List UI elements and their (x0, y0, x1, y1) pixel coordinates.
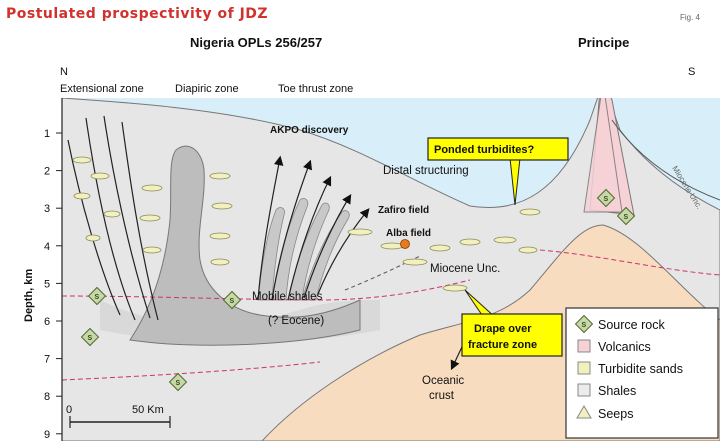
y-tick-label: 4 (44, 241, 50, 253)
y-axis-ticks: 1 2 3 4 5 6 7 8 9 (44, 128, 62, 441)
legend-source-rock: S Source rock (574, 314, 665, 334)
svg-text:S: S (604, 196, 609, 203)
callout-ponded-text: Ponded turbidites? (434, 144, 535, 156)
label-distal: Distal structuring (383, 165, 469, 177)
fault-dashed-right (539, 249, 720, 276)
legend-turbidite-label: Turbidite sands (598, 362, 683, 376)
y-tick-label: 7 (44, 354, 50, 366)
header-nigeria: Nigeria OPLs 256/257 (190, 35, 322, 50)
scale-end: 50 Km (132, 404, 164, 416)
svg-text:S: S (582, 322, 587, 329)
legend-volcanics: Volcanics (577, 339, 651, 354)
turbidite-swatch-icon (577, 361, 591, 375)
y-tick-label: 9 (44, 429, 50, 441)
y-axis-label: Depth, km (23, 269, 35, 322)
y-tick-label: 6 (44, 316, 50, 328)
volcanics-swatch-icon (577, 339, 591, 353)
legend-seeps: Seeps (576, 405, 633, 421)
south-label: S (688, 66, 695, 78)
zone-toe-thrust: Toe thrust zone (278, 83, 353, 95)
label-alba: Alba field (386, 228, 431, 239)
source-rock-icon: S (80, 327, 100, 347)
legend-seeps-label: Seeps (598, 407, 633, 421)
shales-swatch-icon (577, 383, 591, 397)
label-zafiro: Zafiro field (378, 205, 429, 216)
source-rock-icon: S (596, 188, 616, 208)
label-crust: crust (429, 390, 455, 402)
callout-drape: Drape over fracture zone (461, 289, 563, 357)
source-rock-icon: S (87, 286, 107, 306)
callout-ponded: Ponded turbidites? (427, 137, 569, 206)
legend-source-rock-label: Source rock (598, 318, 665, 332)
zone-diapiric: Diapiric zone (175, 83, 239, 95)
zone-extensional: Extensional zone (60, 83, 144, 95)
label-oceanic: Oceanic (422, 375, 464, 387)
turbidite-lenses (72, 156, 541, 292)
fault-dashed-deep (62, 361, 321, 381)
fault-dashed-shallow (62, 279, 471, 301)
svg-text:S: S (95, 294, 100, 301)
source-rock-icon: S (168, 372, 188, 392)
legend: S Source rock Volcanics Turbidite sands … (565, 307, 719, 439)
svg-text:S: S (230, 298, 235, 305)
svg-text:S: S (624, 214, 629, 221)
source-rock-icon: S (222, 290, 242, 310)
scale-bar: 0 50 Km (66, 404, 171, 428)
legend-volcanics-label: Volcanics (598, 340, 651, 354)
label-akpo: AKPO discovery (270, 125, 349, 136)
miocene-flank-line (611, 119, 720, 201)
y-tick-label: 3 (44, 203, 50, 215)
figure-title: Postulated prospectivity of JDZ (6, 6, 268, 22)
y-tick-label: 8 (44, 391, 50, 403)
diamond-s-icon: S (574, 314, 594, 334)
callout-drape-line2: fracture zone (468, 339, 537, 351)
thrust-faults (257, 155, 370, 301)
legend-turbidite-sands: Turbidite sands (577, 361, 683, 376)
label-miocene-unc: Miocene Unc. (430, 263, 500, 275)
legend-shales-label: Shales (598, 384, 636, 398)
volcanic-conduit (583, 98, 623, 213)
header-principe: Principe (578, 35, 629, 50)
label-eocene: (? Eocene) (268, 315, 324, 327)
north-label: N (60, 66, 68, 78)
extensional-faults (67, 115, 159, 321)
fault-dashed-mid (344, 255, 421, 291)
y-tick-label: 5 (44, 278, 50, 290)
y-tick-label: 2 (44, 166, 50, 178)
callout-drape-line1: Drape over (474, 323, 532, 335)
svg-text:S: S (176, 380, 181, 387)
source-rock-symbols: S S S S S S (80, 188, 636, 392)
legend-shales: Shales (577, 383, 636, 398)
figure-number: Fig. 4 (680, 13, 701, 22)
toe-thrust-folds (257, 198, 350, 301)
scale-start: 0 (66, 404, 72, 416)
seeps-triangle-icon (576, 405, 592, 419)
source-rock-icon: S (616, 206, 636, 226)
label-mobile-shales: Mobile shales (252, 291, 323, 303)
svg-text:S: S (88, 335, 93, 342)
alba-field-marker (400, 239, 410, 249)
diapir (129, 145, 361, 346)
y-tick-label: 1 (44, 128, 50, 140)
